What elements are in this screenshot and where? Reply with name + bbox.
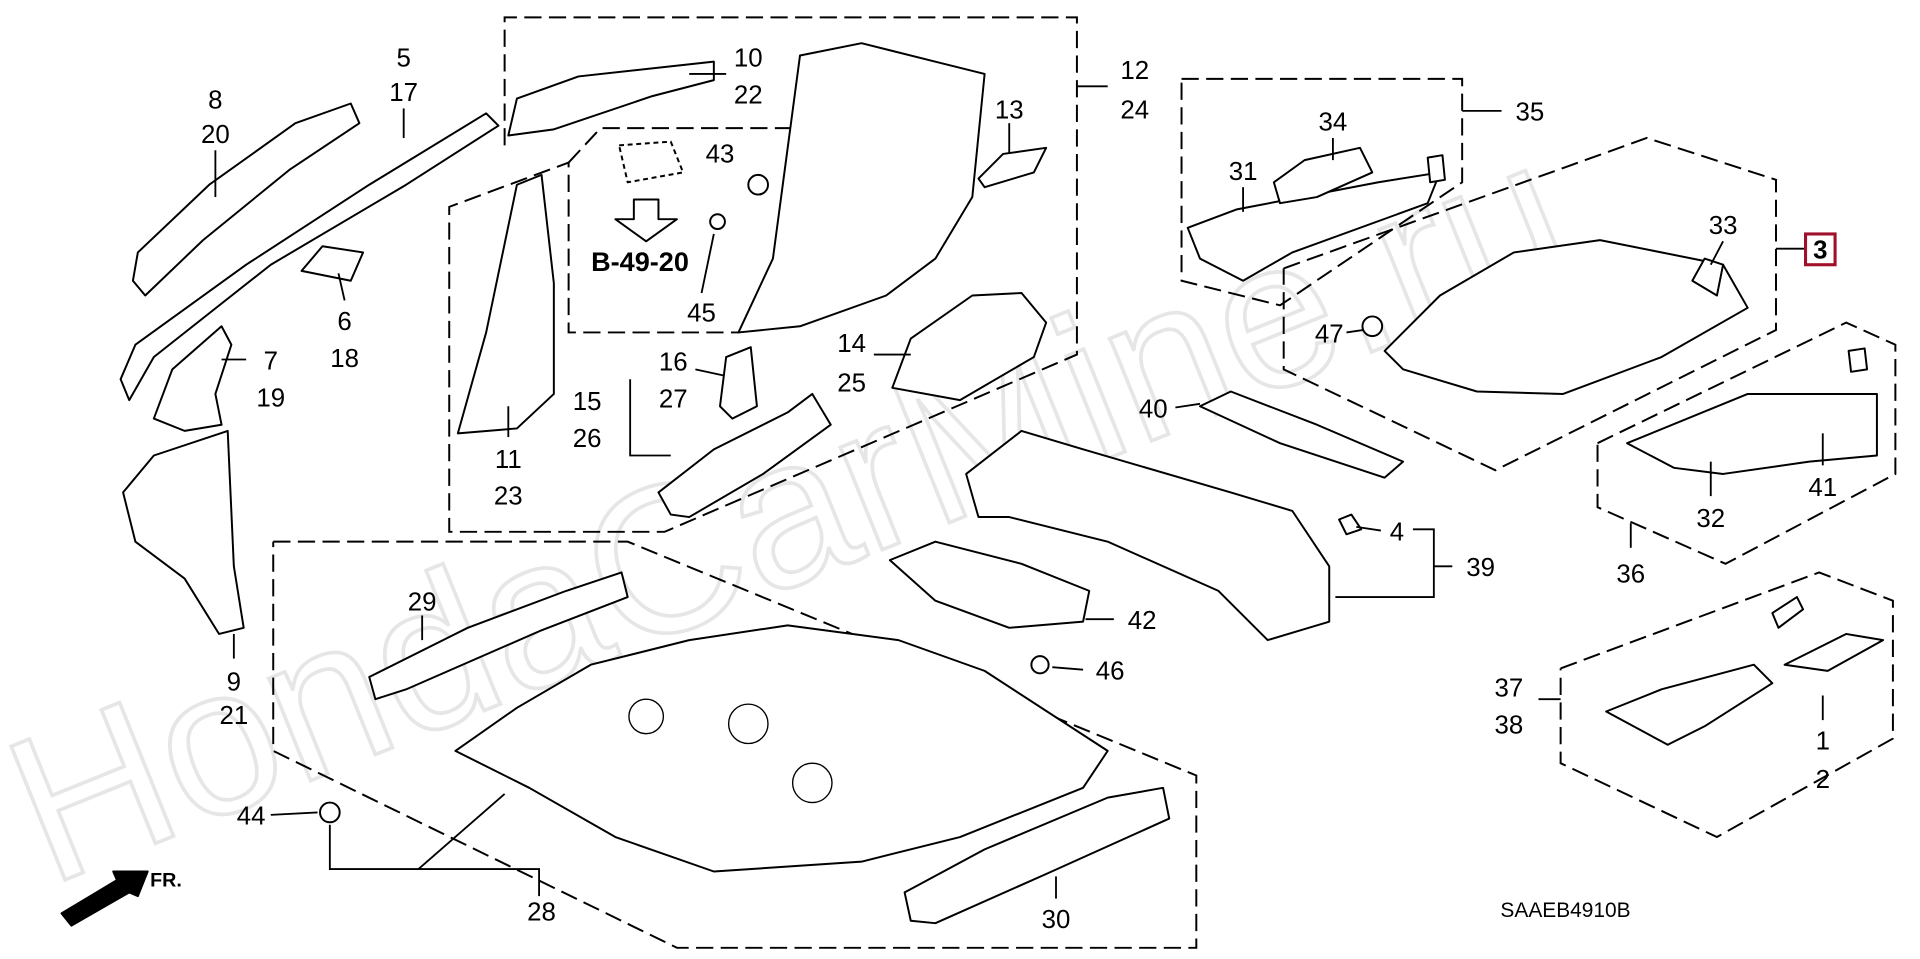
callout-4[interactable]: 4 (1390, 518, 1404, 546)
callout-24[interactable]: 24 (1120, 96, 1149, 124)
callout-9[interactable]: 9 (227, 669, 241, 697)
callout-10[interactable]: 10 (734, 45, 763, 73)
callout-37[interactable]: 37 (1495, 675, 1524, 703)
callout-2[interactable]: 2 (1816, 766, 1830, 794)
callout-29[interactable]: 29 (408, 589, 437, 617)
arrow-down-icon (614, 198, 678, 243)
leader-lines (214, 73, 1824, 899)
callout-47[interactable]: 47 (1315, 320, 1344, 348)
callout-43[interactable]: 43 (706, 141, 735, 169)
callout-36[interactable]: 36 (1616, 560, 1645, 588)
callout-30[interactable]: 30 (1042, 906, 1071, 934)
callout-45[interactable]: 45 (687, 299, 716, 327)
callouts: 8 20 5 17 10 22 12 24 13 35 34 43 31 33 … (201, 45, 1837, 935)
callout-6[interactable]: 6 (337, 308, 351, 336)
callout-8[interactable]: 8 (208, 86, 222, 114)
callout-5[interactable]: 5 (397, 45, 411, 73)
callout-12[interactable]: 12 (1120, 57, 1149, 85)
callout-38[interactable]: 38 (1495, 712, 1524, 740)
callout-33[interactable]: 33 (1709, 212, 1738, 240)
callout-16[interactable]: 16 (659, 349, 688, 377)
callout-20[interactable]: 20 (201, 121, 230, 149)
callout-41[interactable]: 41 (1808, 474, 1837, 502)
group-boxes (272, 16, 1897, 949)
callout-7[interactable]: 7 (264, 347, 278, 375)
callout-1[interactable]: 1 (1816, 728, 1830, 756)
callout-35[interactable]: 35 (1515, 99, 1544, 127)
callout-19[interactable]: 19 (256, 384, 285, 412)
callout-18[interactable]: 18 (330, 345, 359, 373)
part-sketches (60, 42, 1885, 927)
diagram-code: SAAEB4910B (1500, 899, 1630, 922)
callout-40[interactable]: 40 (1139, 395, 1168, 423)
callout-21[interactable]: 21 (219, 702, 248, 730)
callout-13[interactable]: 13 (995, 96, 1024, 124)
highlighted-callout-3[interactable]: 3 (1776, 232, 1837, 267)
callout-42[interactable]: 42 (1128, 607, 1157, 635)
callout-22[interactable]: 22 (734, 82, 763, 110)
front-direction-label: FR. (150, 869, 182, 891)
callout-44[interactable]: 44 (237, 803, 266, 831)
reference-link[interactable]: B-49-20 (591, 246, 689, 277)
callout-31[interactable]: 31 (1229, 158, 1258, 186)
callout-26[interactable]: 26 (573, 425, 602, 453)
front-arrow-icon (60, 870, 149, 927)
callout-34[interactable]: 34 (1319, 109, 1348, 137)
callout-27[interactable]: 27 (659, 386, 688, 414)
callout-15[interactable]: 15 (573, 388, 602, 416)
callout-32[interactable]: 32 (1696, 505, 1725, 533)
callout-28[interactable]: 28 (527, 899, 556, 927)
callout-25[interactable]: 25 (837, 370, 866, 398)
callout-46[interactable]: 46 (1096, 658, 1125, 686)
callout-3[interactable]: 3 (1813, 237, 1827, 265)
callout-17[interactable]: 17 (389, 79, 418, 107)
callout-23[interactable]: 23 (494, 483, 523, 511)
callout-39[interactable]: 39 (1466, 554, 1495, 582)
callout-14[interactable]: 14 (837, 330, 866, 358)
callout-11[interactable]: 11 (495, 446, 522, 474)
